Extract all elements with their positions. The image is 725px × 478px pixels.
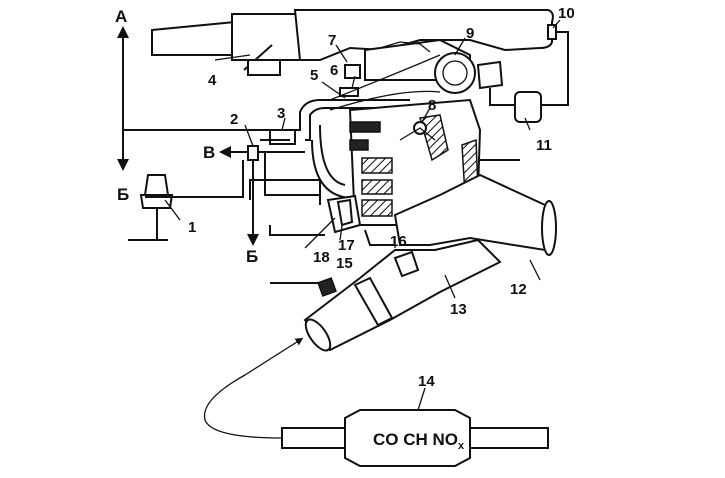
canister-11 (514, 91, 542, 123)
air-intake (151, 9, 554, 76)
valve-3 (269, 129, 296, 145)
callout-17: 17 (338, 237, 355, 254)
callout-10: 10 (558, 5, 575, 22)
callout-13: 13 (450, 301, 467, 318)
callout-12: 12 (510, 281, 527, 298)
sensor-1 (128, 174, 174, 241)
leader-lines (164, 19, 561, 411)
down-pipe-13 (303, 238, 502, 352)
callout-8: 8 (428, 97, 436, 114)
callout-3: 3 (277, 105, 285, 122)
flow-letters: А Б Б В (115, 7, 258, 266)
catalyst-label: CO CH NOx (373, 430, 465, 452)
egr-valve-17 (249, 179, 395, 246)
hose-to-catalyst (203, 337, 304, 439)
letter-b-bottom: Б (246, 247, 258, 266)
callout-1: 1 (188, 219, 196, 236)
callout-18: 18 (313, 249, 330, 266)
catalytic-converter-14: CO CH NOx (281, 409, 549, 467)
callout-16: 16 (390, 233, 407, 250)
sensor-10 (489, 24, 569, 106)
vacuum-line-left (117, 26, 290, 171)
callout-15: 15 (336, 255, 353, 272)
callout-numbers: 1 2 3 4 5 6 7 8 9 10 11 12 13 14 15 16 1… (188, 5, 575, 390)
callout-11: 11 (536, 137, 552, 154)
exhaust-manifold-12 (393, 173, 557, 256)
pulley-9 (329, 52, 504, 111)
valve-2 (145, 145, 320, 246)
lambda-sensor-15 (270, 277, 337, 297)
callout-7: 7 (328, 32, 336, 49)
callout-6: 6 (330, 62, 338, 79)
letter-b-left: Б (117, 185, 129, 204)
callout-14: 14 (418, 373, 435, 390)
callout-2: 2 (230, 111, 238, 128)
letter-a: А (115, 7, 127, 26)
callout-5: 5 (310, 67, 318, 84)
letter-v: В (203, 143, 215, 162)
callout-9: 9 (466, 25, 474, 42)
callout-4: 4 (208, 72, 217, 89)
